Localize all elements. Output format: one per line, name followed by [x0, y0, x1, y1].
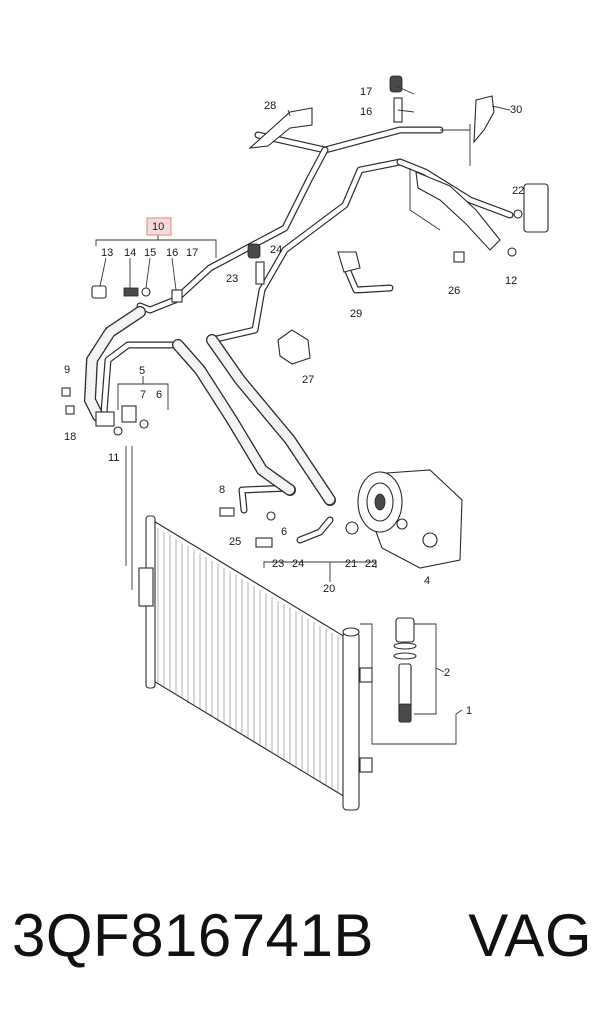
callout-8: 8	[219, 484, 225, 496]
callout-18: 18	[64, 431, 76, 443]
callout-labels: 1 2 4 5 6 6 7 8 9 10 11 12 13 14 15 16 1…	[64, 86, 524, 717]
callout-20: 20	[323, 583, 335, 595]
exploded-parts-diagram: 1 2 4 5 6 6 7 8 9 10 11 12 13 14 15 16 1…	[61, 75, 549, 811]
callout-14: 14	[124, 247, 136, 259]
callout-12: 12	[505, 275, 517, 287]
part-number-caption: 3QF816741B VAG	[12, 896, 592, 974]
callout-2: 2	[444, 667, 450, 679]
callout-29: 29	[350, 308, 362, 320]
callout-10: 10	[152, 221, 164, 233]
callout-16-b: 16	[360, 106, 372, 118]
callout-17-a: 17	[186, 247, 198, 259]
callout-1: 1	[466, 705, 472, 717]
callout-6-b: 6	[281, 526, 287, 538]
callout-21: 21	[345, 558, 357, 570]
drier-cartridge	[393, 617, 417, 723]
fittings-and-fasteners	[61, 75, 549, 548]
part-number: 3QF816741B	[12, 901, 374, 969]
leader-lines	[95, 85, 511, 745]
callout-23-a: 23	[272, 558, 284, 570]
callout-24-b: 24	[270, 244, 282, 256]
callout-11: 11	[108, 452, 119, 464]
callout-22-b: 22	[512, 185, 524, 197]
highlighted-callout-box	[146, 217, 172, 236]
callout-9: 9	[64, 364, 70, 376]
callout-27: 27	[302, 374, 314, 386]
callout-6-a: 6	[156, 389, 162, 401]
callout-23-b: 23	[226, 273, 238, 285]
callout-25: 25	[229, 536, 241, 548]
callout-22-a: 22	[365, 558, 377, 570]
callout-17-b: 17	[360, 86, 372, 98]
brand-label: VAG	[468, 901, 592, 969]
callout-28: 28	[264, 100, 276, 112]
callout-16-a: 16	[166, 247, 178, 259]
callout-15: 15	[144, 247, 156, 259]
callout-7: 7	[140, 389, 146, 401]
callout-26: 26	[448, 285, 460, 297]
refrigerant-lines	[83, 126, 514, 544]
callout-24-a: 24	[292, 558, 304, 570]
condenser	[138, 515, 373, 811]
ac-compressor	[357, 469, 463, 569]
callout-30: 30	[510, 104, 522, 116]
callout-5: 5	[139, 365, 145, 377]
callout-4: 4	[424, 575, 430, 587]
callout-13: 13	[101, 247, 113, 259]
